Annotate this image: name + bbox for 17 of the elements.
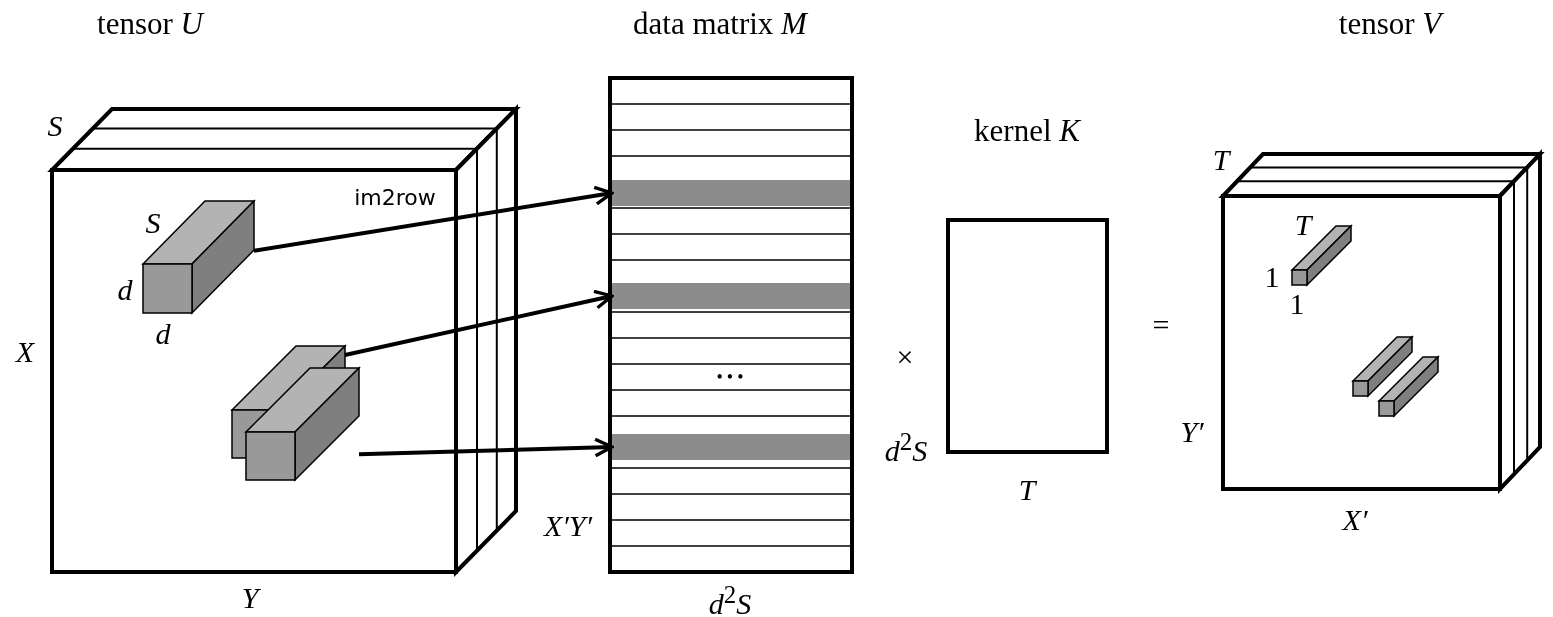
dimension-label: T xyxy=(1018,475,1036,505)
dimension-label: Y xyxy=(241,583,259,613)
diagram-heading: tensor V xyxy=(1338,8,1442,39)
ellipsis-dots: ••• xyxy=(716,368,748,386)
dimension-label: T xyxy=(1212,145,1230,175)
diagram-heading: tensor U xyxy=(97,8,203,39)
dimension-label: Y′ xyxy=(1180,417,1204,447)
diagram-heading: kernel K xyxy=(974,115,1080,146)
diagram-heading: data matrix M xyxy=(633,8,807,39)
dimension-label: S xyxy=(47,111,63,141)
dimension-label: X xyxy=(15,337,35,367)
dimension-label: X′ xyxy=(1342,505,1368,535)
multiplication-sign: × xyxy=(896,342,914,372)
equals-sign: = xyxy=(1152,310,1170,340)
dimension-label: d$^{2}$S xyxy=(884,428,928,466)
dimension-label: X′Y′ xyxy=(543,511,593,541)
dimension-label: d$^{2}$S xyxy=(708,581,752,617)
